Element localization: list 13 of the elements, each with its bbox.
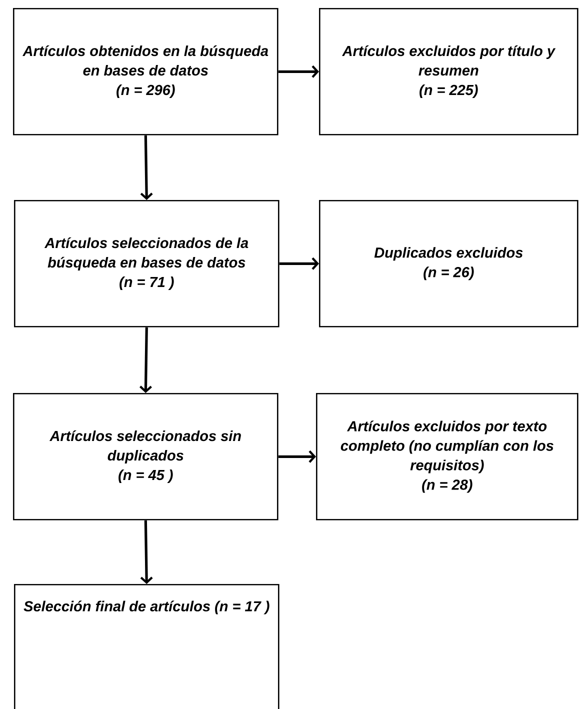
process-box: Selección final de artículos (n = 17 ) <box>14 584 280 709</box>
arrow <box>140 135 153 200</box>
arrow <box>279 257 319 270</box>
arrow <box>278 65 319 78</box>
process-box: Duplicados excluidos (n = 26) <box>319 200 578 328</box>
process-box: Artículos seleccionados de la búsqueda en bases de datos (n = 71 ) <box>14 200 280 328</box>
process-box: Artículos excluidos por texto completo (no cumplían con los requisitos) (n = 28) <box>316 393 578 520</box>
arrow <box>140 520 153 584</box>
process-box: Artículos excluidos por título y resumen (n = 225) <box>319 8 578 136</box>
process-box: Artículos obtenidos en la búsqueda en bases de datos (n = 296) <box>13 8 278 136</box>
arrow <box>140 327 152 393</box>
process-box: Artículos seleccionados sin duplicados (n = 45 ) <box>13 393 278 520</box>
arrow <box>278 450 316 463</box>
